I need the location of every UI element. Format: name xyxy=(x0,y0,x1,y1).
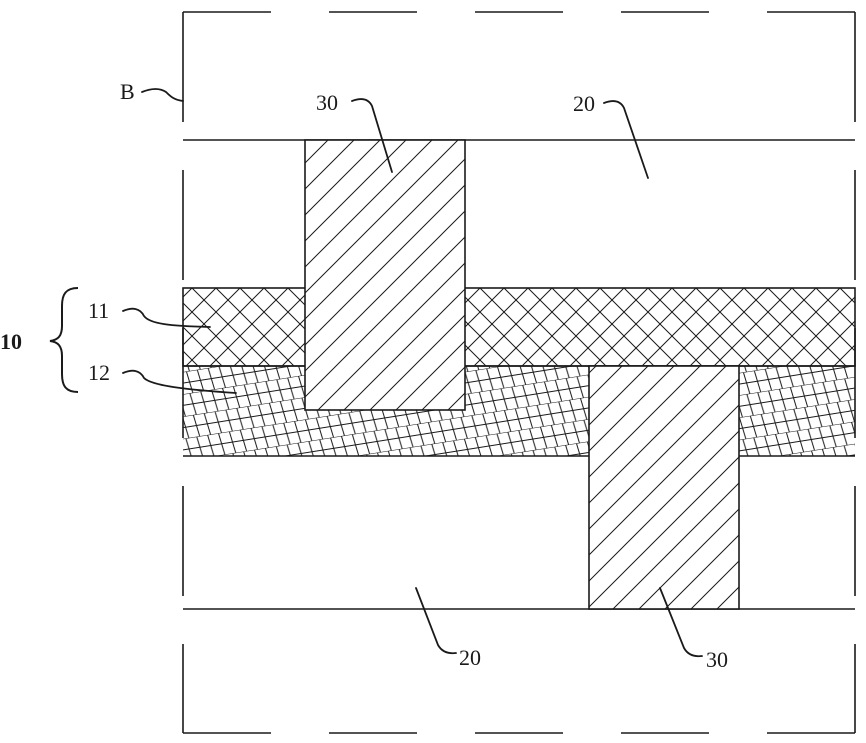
label-layer-11: 11 xyxy=(88,298,109,323)
leader-b xyxy=(141,88,184,102)
label-layer-12: 12 xyxy=(88,360,110,385)
leader-lower-20 xyxy=(415,587,457,655)
label-upper-30: 30 xyxy=(316,90,338,115)
leader-lines xyxy=(122,88,703,658)
layer-20-boundaries xyxy=(183,139,855,610)
leader-11 xyxy=(122,307,211,328)
leader-upper-20 xyxy=(603,100,649,179)
label-group-10: 10 xyxy=(0,329,22,354)
layer-12 xyxy=(183,365,855,457)
label-lower-30: 30 xyxy=(706,647,728,672)
leader-lower-30 xyxy=(659,587,703,658)
layer-11 xyxy=(182,287,856,367)
leader-12 xyxy=(122,369,237,394)
group-10-brace xyxy=(49,287,79,393)
label-b: B xyxy=(120,79,135,104)
upper-pillar-30 xyxy=(304,139,466,411)
label-lower-20: 20 xyxy=(459,645,481,670)
label-upper-20: 20 xyxy=(573,91,595,116)
leader-upper-30 xyxy=(351,98,393,173)
lower-pillar-30 xyxy=(588,365,740,610)
